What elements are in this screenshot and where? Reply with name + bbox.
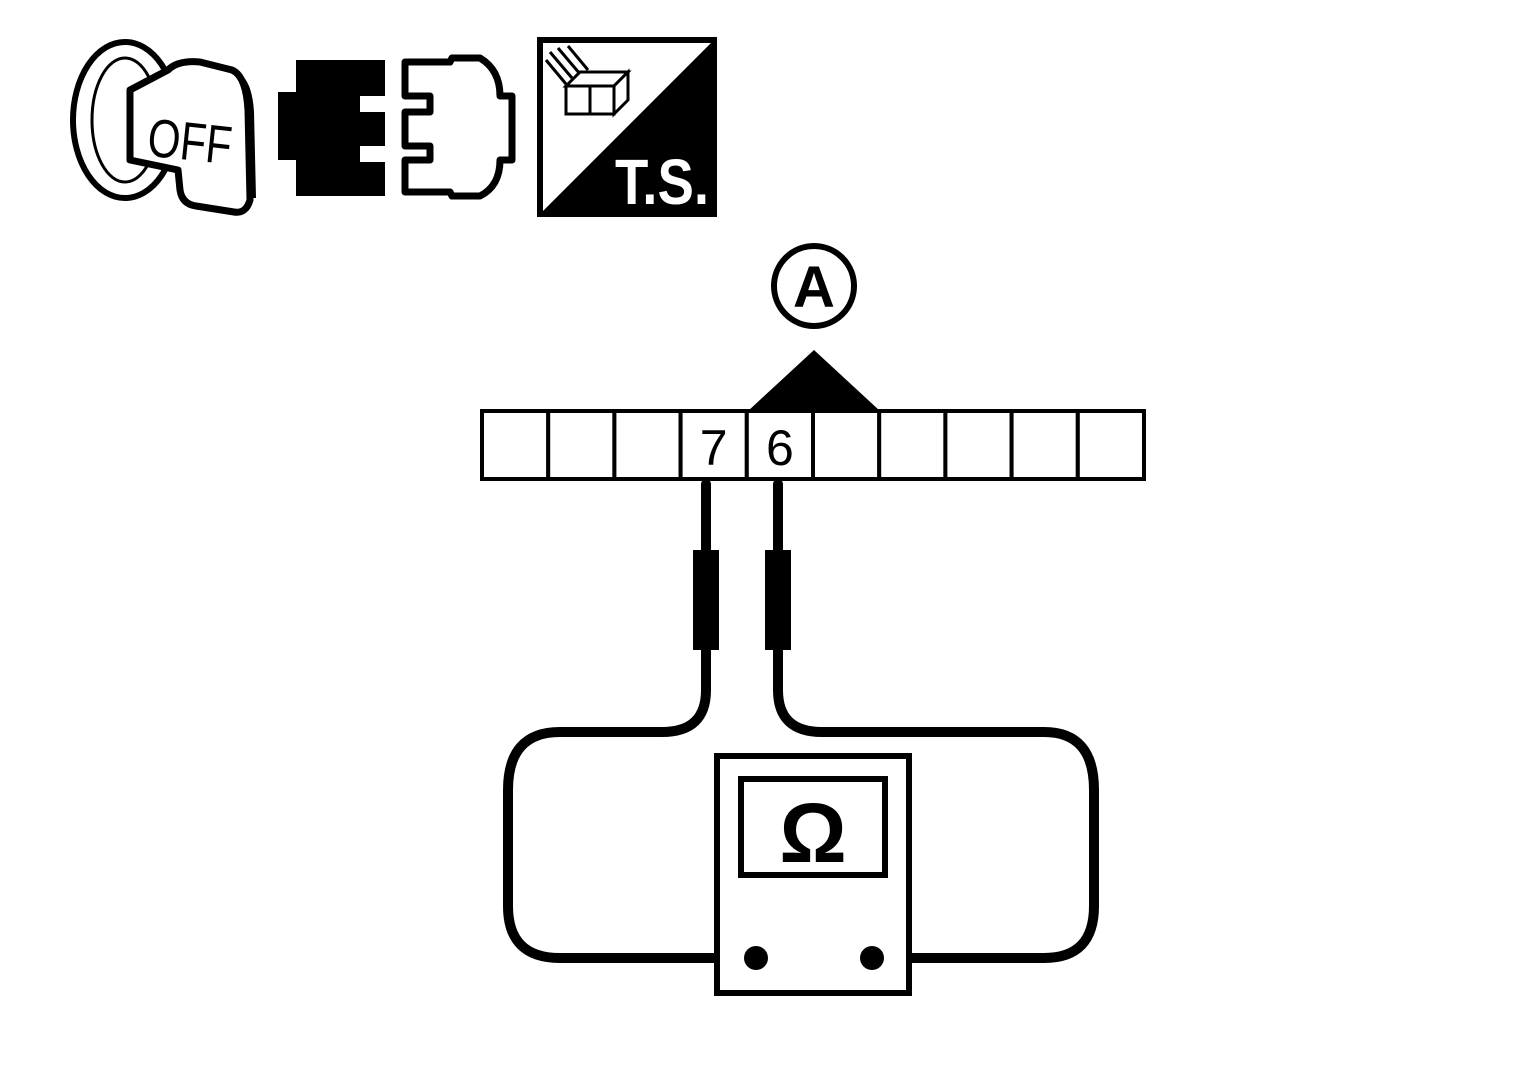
connector-cavity (744, 409, 815, 481)
connector-cavity (546, 409, 617, 481)
ignition-key-icon: OFF (70, 39, 256, 216)
connector-lock-tab (748, 350, 880, 411)
connector-cavity (1009, 409, 1080, 481)
ohmmeter-symbol: Ω (779, 786, 846, 880)
trouble-shooting-icon: T.S. (537, 37, 717, 218)
trouble-shooting-label: T.S. (615, 146, 709, 218)
connector-cavity (678, 409, 749, 481)
ohmmeter-terminal-left (744, 946, 768, 970)
ohmmeter-icon: Ω (714, 753, 912, 996)
connector-disconnect-icon (278, 54, 516, 200)
connector-pin-label: 7 (700, 420, 728, 476)
lead-wire-left (503, 645, 759, 963)
connector-cavity (877, 409, 948, 481)
probe-leads (503, 479, 1099, 963)
ohmmeter-display (738, 776, 888, 878)
lead-wire-right (773, 645, 1099, 963)
connector-cavity (811, 409, 882, 481)
connector-pin-label: 6 (766, 420, 794, 476)
connector-callout-label: A (793, 255, 835, 320)
connector-cavity (943, 409, 1014, 481)
ignition-key-label: OFF (145, 108, 235, 176)
ohmmeter-terminal-right (860, 946, 884, 970)
connector-cavity (612, 409, 683, 481)
connector-callout: A (771, 243, 857, 329)
probe-handle-right (765, 550, 791, 650)
connector-cavity (1075, 409, 1147, 481)
probe-handle-left (693, 550, 719, 650)
connector-cavity (480, 409, 551, 481)
